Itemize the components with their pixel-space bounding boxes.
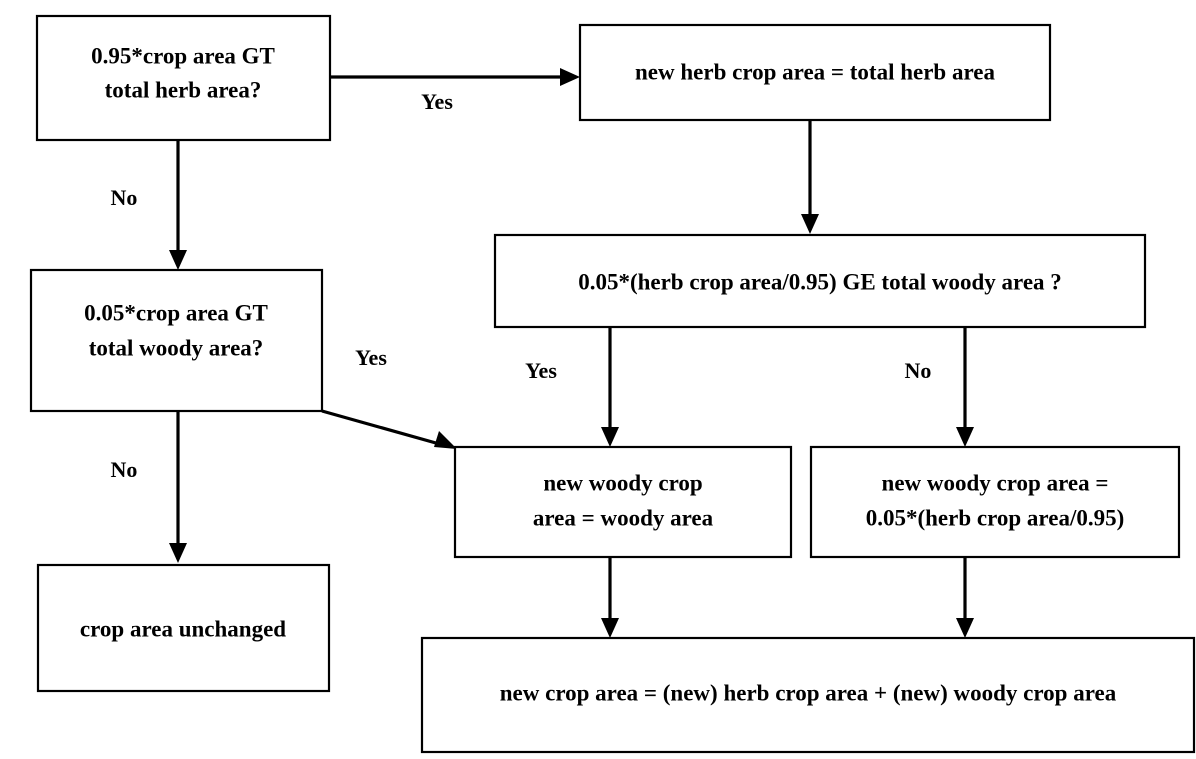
- node-box[interactable]: [453, 445, 793, 559]
- node-process-new-woody-crop-area[interactable]: new woody crop area = woody area: [453, 445, 793, 559]
- edge-new-herb-crop-to-ge-decision: [801, 120, 819, 234]
- edge-label-yes-2: Yes: [355, 345, 387, 370]
- arrowhead-icon: [956, 618, 974, 638]
- node-box[interactable]: [35, 14, 332, 142]
- node-box[interactable]: [420, 636, 1196, 754]
- node-label-line-1: 0.05*crop area GT: [84, 300, 268, 325]
- edge-d1-yes-to-new-herb-crop: Yes: [330, 68, 580, 114]
- edge-d3-yes-to-new-woody-crop: Yes: [525, 327, 619, 447]
- node-label-line-1: new herb crop area = total herb area: [635, 59, 995, 84]
- arrowhead-icon: [601, 427, 619, 447]
- node-label-line-1: 0.05*(herb crop area/0.95) GE total wood…: [578, 269, 1062, 294]
- edge-line: [321, 409, 444, 447]
- node-label-line-1: new woody crop area =: [882, 470, 1109, 495]
- node-box[interactable]: [493, 233, 1147, 329]
- edge-new-woody-formula-to-total: [956, 557, 974, 638]
- node-decision-herb-area[interactable]: 0.95*crop area GT total herb area?: [35, 14, 332, 142]
- edge-new-woody-crop-to-total: [601, 557, 619, 638]
- edge-d1-no-to-woody-decision: No: [111, 140, 187, 270]
- node-box[interactable]: [36, 563, 331, 693]
- node-decision-ge-total-woody-area[interactable]: 0.05*(herb crop area/0.95) GE total wood…: [493, 233, 1147, 329]
- node-label-line-1: new woody crop: [543, 470, 702, 495]
- node-process-new-herb-crop-area[interactable]: new herb crop area = total herb area: [578, 23, 1052, 122]
- node-label-line-2: 0.05*(herb crop area/0.95): [866, 505, 1125, 530]
- node-box[interactable]: [578, 23, 1052, 122]
- node-process-new-crop-area-total[interactable]: new crop area = (new) herb crop area + (…: [420, 636, 1196, 754]
- arrowhead-icon: [956, 427, 974, 447]
- node-terminal-crop-area-unchanged[interactable]: crop area unchanged: [36, 563, 331, 693]
- arrowhead-icon: [169, 250, 187, 270]
- node-label-line-1: 0.95*crop area GT: [91, 43, 275, 68]
- node-decision-woody-area[interactable]: 0.05*crop area GT total woody area?: [29, 268, 324, 413]
- edge-label-yes-1: Yes: [421, 89, 453, 114]
- edge-d2-no-to-crop-unchanged: No: [111, 411, 187, 563]
- node-label-line-2: area = woody area: [533, 505, 714, 530]
- node-box[interactable]: [29, 268, 324, 413]
- arrowhead-icon: [560, 68, 580, 86]
- edge-label-yes-3: Yes: [525, 358, 557, 383]
- edge-d2-yes-to-new-woody-crop: Yes: [321, 345, 457, 449]
- edge-d3-no-to-new-woody-formula: No: [905, 327, 974, 447]
- arrowhead-icon: [434, 431, 457, 449]
- arrowhead-icon: [601, 618, 619, 638]
- node-process-new-woody-crop-formula[interactable]: new woody crop area = 0.05*(herb crop ar…: [809, 445, 1181, 559]
- arrowhead-icon: [801, 214, 819, 234]
- edge-label-no-2: No: [111, 457, 138, 482]
- node-label-line-1: crop area unchanged: [80, 616, 286, 641]
- edge-label-no-1: No: [111, 185, 138, 210]
- node-label-line-2: total woody area?: [89, 335, 264, 360]
- node-label-line-1: new crop area = (new) herb crop area + (…: [500, 680, 1117, 705]
- node-label-line-2: total herb area?: [105, 77, 262, 102]
- edge-label-no-3: No: [905, 358, 932, 383]
- arrowhead-icon: [169, 543, 187, 563]
- node-box[interactable]: [809, 445, 1181, 559]
